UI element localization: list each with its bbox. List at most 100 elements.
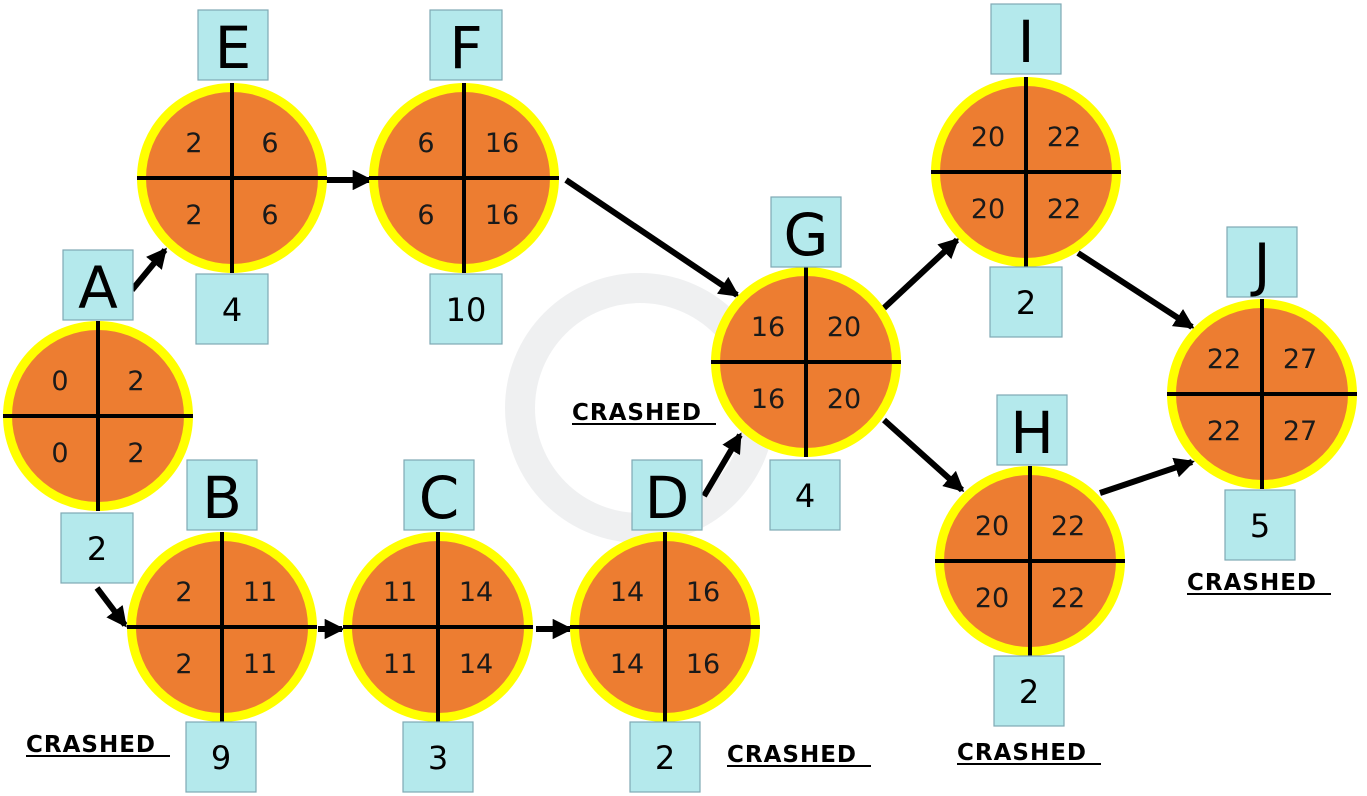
activity-duration: 2 — [655, 739, 675, 777]
node-late-finish: 27 — [1283, 416, 1317, 447]
node-early-finish: 14 — [459, 577, 493, 608]
activity-duration: 2 — [1019, 673, 1039, 711]
edge-h-to-j — [1099, 457, 1195, 496]
edge-g-to-i — [881, 237, 960, 311]
activity-duration: 2 — [1016, 284, 1036, 322]
activity-letter: H — [1010, 399, 1054, 467]
activity-label-box — [770, 196, 842, 268]
duration-box — [429, 273, 503, 345]
edge-i-to-j — [1076, 250, 1195, 330]
crashed-label-d: CRASHED — [727, 742, 871, 768]
node-early-start: 20 — [971, 122, 1005, 153]
node-late-finish: 11 — [243, 649, 277, 680]
activity-label-box — [429, 9, 503, 81]
activity-letter: J — [1250, 231, 1270, 299]
activity-label-box — [403, 459, 475, 531]
duration-box — [185, 721, 257, 793]
crashed-labels: CRASHED CRASHED CRASHED CRASHED CRASHED — [26, 400, 1331, 768]
node-j: 22 27 22 27 J 5 — [1167, 226, 1357, 561]
node-late-start: 20 — [971, 194, 1005, 225]
node-late-start: 14 — [610, 649, 644, 680]
node-early-start: 2 — [185, 128, 202, 159]
node-early-finish: 2 — [127, 366, 144, 397]
node-early-start: 11 — [383, 577, 417, 608]
activity-letter: F — [449, 14, 482, 82]
node-early-finish: 11 — [243, 577, 277, 608]
node-early-finish: 16 — [686, 577, 720, 608]
activity-label-box — [996, 394, 1068, 466]
node-early-start: 0 — [51, 366, 68, 397]
node-late-finish: 20 — [827, 384, 861, 415]
edge-g-to-h — [881, 417, 965, 493]
activity-label-box — [186, 459, 258, 531]
crashed-label-h: CRASHED — [957, 740, 1101, 766]
activity-letter: A — [78, 254, 118, 322]
node-early-start: 20 — [975, 511, 1009, 542]
node-late-start: 0 — [51, 438, 68, 469]
crashed-label-j: CRASHED — [1187, 570, 1331, 596]
node-late-start: 22 — [1207, 416, 1241, 447]
edge-a-to-e — [129, 247, 168, 292]
duration-box — [769, 459, 841, 531]
node-early-start: 16 — [751, 312, 785, 343]
node-early-finish: 6 — [261, 128, 278, 159]
node-late-finish: 16 — [686, 649, 720, 680]
node-early-start: 2 — [175, 577, 192, 608]
crashed-label-g: CRASHED — [572, 400, 716, 426]
activity-letter: D — [645, 464, 690, 532]
crashed-text: CRASHED — [26, 732, 156, 758]
activity-label-box — [1226, 226, 1298, 298]
edge-f-to-g — [564, 177, 740, 298]
activity-duration: 2 — [87, 530, 107, 568]
crashed-label-b: CRASHED — [26, 732, 170, 758]
activity-letter: I — [1017, 8, 1034, 76]
crashed-text: CRASHED — [957, 740, 1087, 766]
crashed-text: CRASHED — [572, 400, 702, 426]
node-early-finish: 20 — [827, 312, 861, 343]
node-late-finish: 2 — [127, 438, 144, 469]
duration-box — [993, 655, 1065, 727]
node-i: 20 22 20 22 I 2 — [931, 3, 1121, 338]
node-early-finish: 16 — [485, 128, 519, 159]
edges — [94, 169, 1195, 640]
activity-letter: G — [784, 201, 829, 269]
activity-duration: 5 — [1250, 507, 1270, 545]
node-late-finish: 22 — [1047, 194, 1081, 225]
edge-a-to-b — [94, 586, 128, 628]
node-early-finish: 22 — [1051, 511, 1085, 542]
node-early-start: 22 — [1207, 344, 1241, 375]
activity-letter: C — [419, 464, 460, 532]
node-early-finish: 27 — [1283, 344, 1317, 375]
activity-label-box — [197, 9, 269, 81]
activity-duration: 10 — [446, 291, 487, 329]
duration-box — [60, 512, 134, 584]
node-late-start: 16 — [751, 384, 785, 415]
node-late-start: 20 — [975, 583, 1009, 614]
node-g: 16 20 16 20 G 4 — [711, 196, 901, 531]
node-late-finish: 14 — [459, 649, 493, 680]
activity-duration: 9 — [211, 739, 231, 777]
node-early-start: 6 — [417, 128, 434, 159]
node-early-finish: 22 — [1047, 122, 1081, 153]
duration-box — [629, 721, 701, 793]
duration-box — [195, 273, 269, 345]
node-a: 0 2 0 2 A 2 — [3, 249, 193, 584]
activity-letter: B — [202, 464, 242, 532]
node-late-start: 6 — [417, 200, 434, 231]
node-late-finish: 6 — [261, 200, 278, 231]
duration-box — [402, 721, 474, 793]
activity-duration: 3 — [428, 739, 448, 777]
activity-label-box — [62, 249, 134, 321]
activity-label-box — [631, 459, 703, 531]
activity-letter: E — [215, 14, 252, 82]
edge-d-to-g — [701, 432, 743, 498]
crashed-text: CRASHED — [1187, 570, 1317, 596]
crashed-text: CRASHED — [727, 742, 857, 768]
node-late-start: 2 — [185, 200, 202, 231]
activity-duration: 4 — [795, 477, 815, 515]
